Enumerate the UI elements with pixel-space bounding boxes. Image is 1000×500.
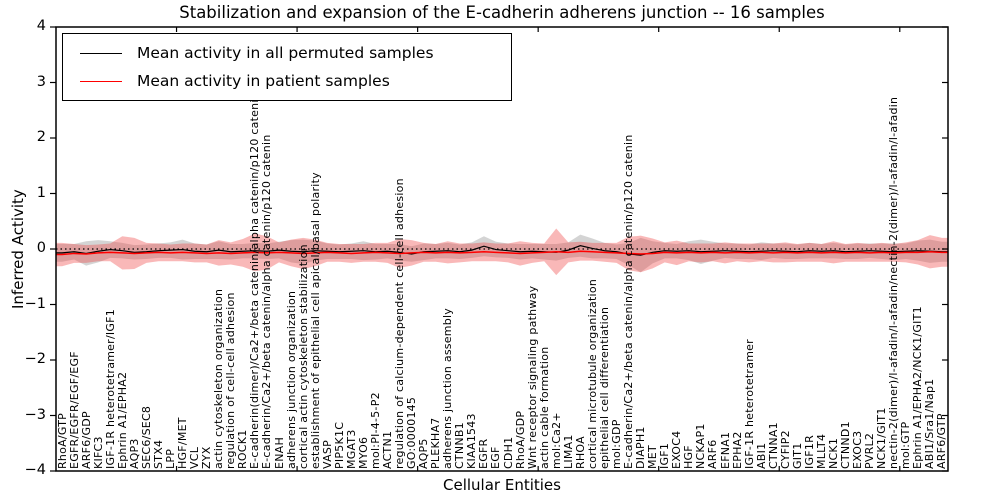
patient-band [56,228,948,276]
y-tick-label: 3 [36,73,46,90]
legend-label-patient: Mean activity in patient samples [137,72,390,90]
patient-line-sample-icon [80,80,122,82]
legend-label-permuted: Mean activity in all permuted samples [137,44,434,62]
y-tick-label: 1 [36,184,46,201]
permuted-line-sample-icon [80,52,122,54]
legend-item-patient: Mean activity in patient samples [63,72,511,90]
y-tick-label: 0 [36,240,46,256]
patient-mean-line [56,250,948,256]
y-tick-label: −4 [24,462,46,478]
permuted-band [56,234,948,273]
y-tick-label: −1 [24,295,46,312]
permuted-mean-line [56,245,948,256]
legend-item-permuted: Mean activity in all permuted samples [63,44,511,62]
legend: Mean activity in all permuted samples Me… [62,33,512,101]
x-axis-label: Cellular Entities [443,476,561,494]
y-tick-label: 4 [36,18,46,34]
y-tick-label: −3 [24,406,46,423]
chart-title: Stabilization and expansion of the E-cad… [179,3,825,22]
y-tick-label: 2 [36,129,46,145]
y-tick-label: −2 [24,351,46,367]
